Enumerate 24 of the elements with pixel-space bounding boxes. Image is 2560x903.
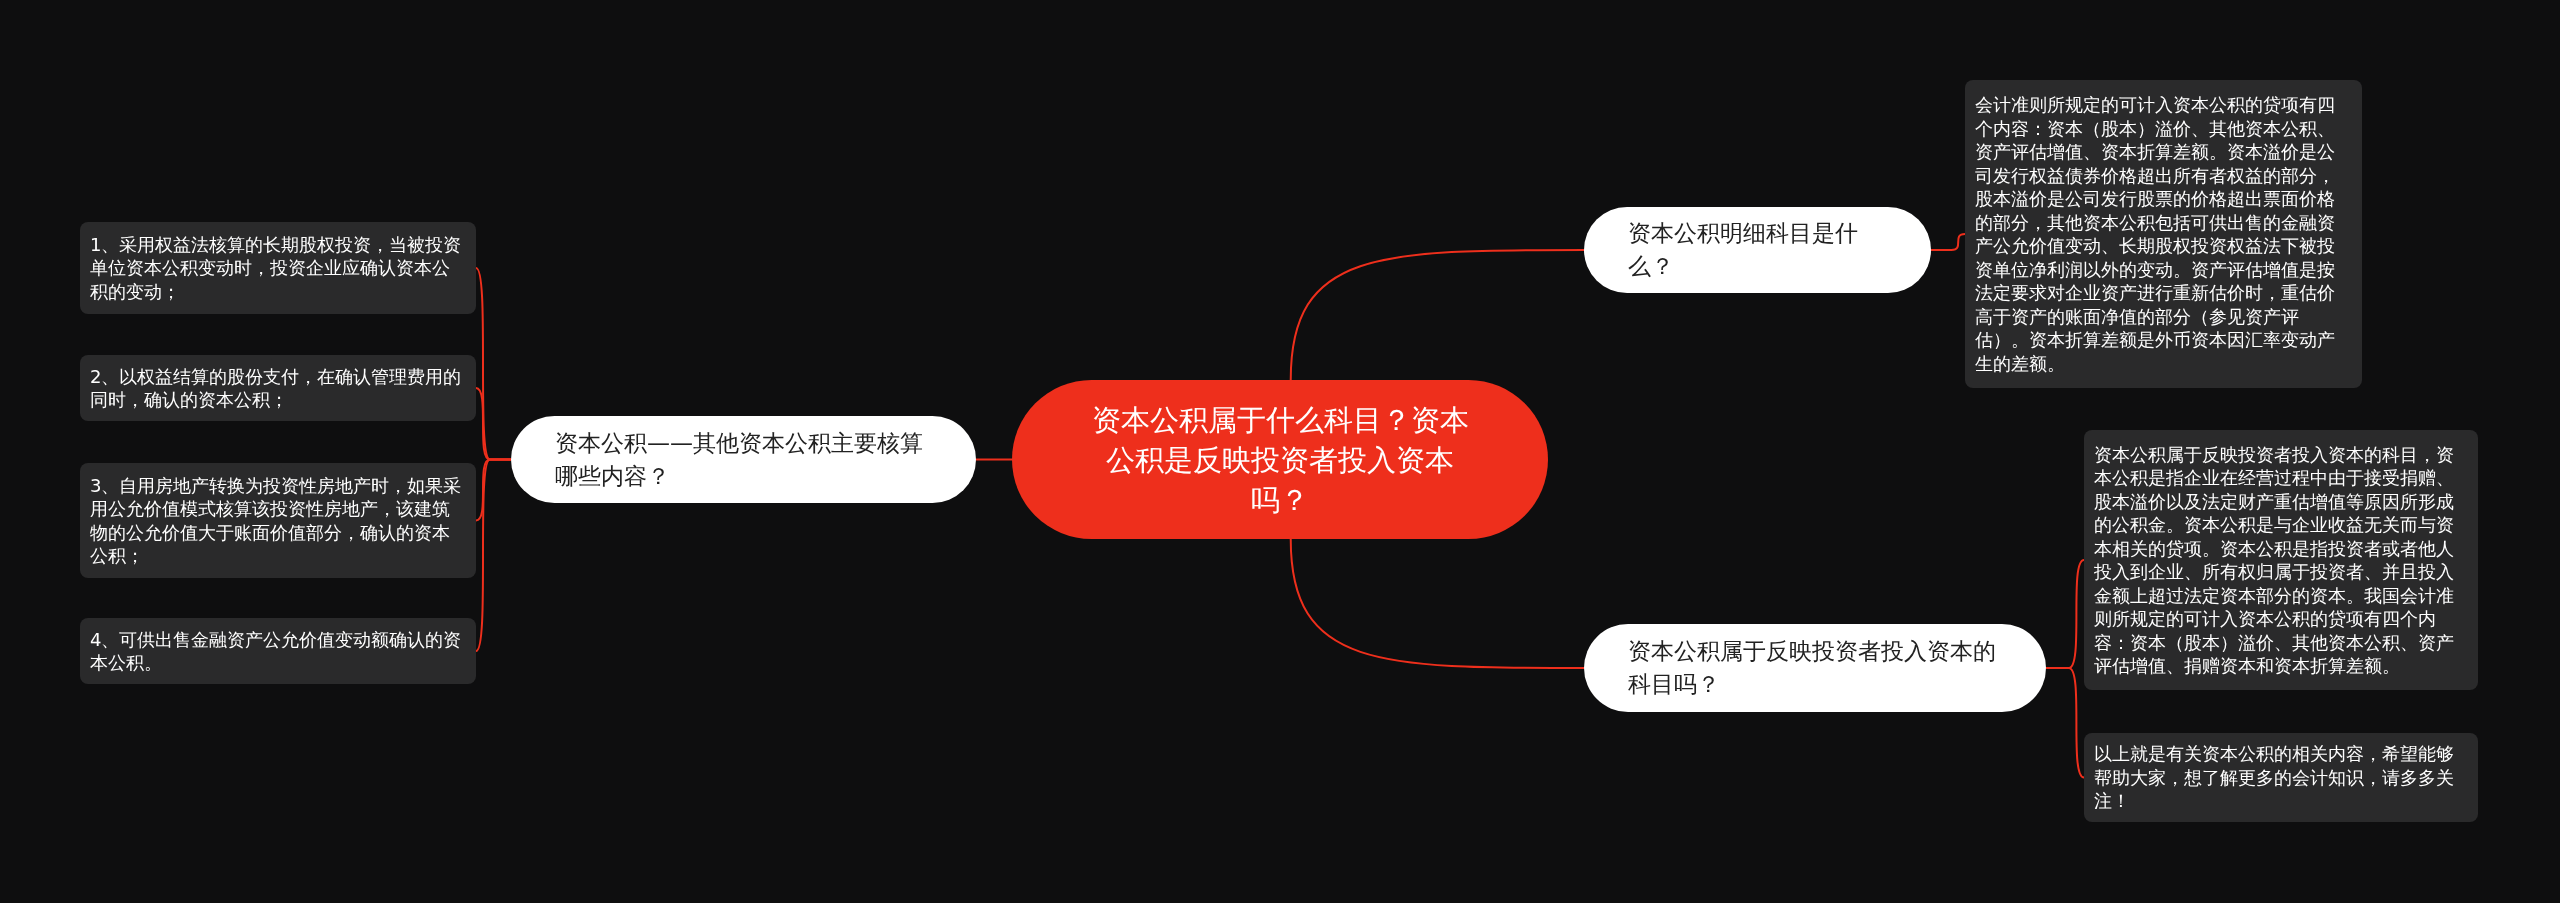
note-card <box>80 355 476 421</box>
topic-text: 资本公积明细科目是什么？ <box>1628 219 1859 281</box>
topic-text: 1、采用权益法核算的长期股权投资，当被投资单位资本公积变动时，投资企业应确认资本公积的变动； <box>90 232 463 304</box>
topic-text: 资本公积属于什么科目？资本公积是反映投资者投入资本吗？ <box>1090 401 1470 519</box>
topic-text: 资本公积属于反映投资者投入资本的科目，资本公积是指企业在经营过程中由于接受捐赠、股本溢价以及法定财产重估增值等原因所形成的公积金。资本公积是与企业收益无关而与资本相关的贷项。资本公积是指投资者或者他人投入到企业、所有权归属于投资者、并且投入金额上超过法定资本部分的资本。我国会计准则所规定的可计入资本公积的贷项有四个内容：资本（股本）溢价、其他资本公积、资产评估增值、捐赠资本和资本折算差额。 <box>2094 442 2455 678</box>
topic-text: 3、自用房地产转换为投资性房地产时，如果采用公允价值模式核算该投资性房地产，该建筑物的公允价值大于账面价值部分，确认的资本公积； <box>90 473 463 568</box>
connector-line <box>975 458 1013 461</box>
note-card <box>1965 80 2362 388</box>
note-card <box>2084 733 2478 822</box>
note-card <box>80 222 476 314</box>
topic-text: 资本公积属于反映投资者投入资本的科目吗？ <box>1628 637 1997 699</box>
connector-line <box>475 458 512 652</box>
topic-text: 4、可供出售金融资产公允价值变动额确认的资本公积。 <box>90 627 463 675</box>
topic-text: 2、以权益结算的股份支付，在确认管理费用的同时，确认的资本公积； <box>90 364 463 412</box>
connector-line <box>1289 249 1585 381</box>
note-card <box>80 463 476 578</box>
note-card <box>2084 430 2478 690</box>
connector-line <box>1930 233 1966 251</box>
note-card <box>80 618 476 684</box>
topic-text: 会计准则所规定的可计入资本公积的贷项有四个内容：资本（股本）溢价、其他资本公积、资产评估增值、资本折算差额。资本溢价是公司发行权益债券价格超出所有者权益的部分，股本溢价是公司发行股票的价格超出票面价格的部分，其他资本公积包括可供出售的金融资产公允价值变动、长期股权投资权益法下被投资单位净利润以外的变动。资产评估增值是按法定要求对企业资产进行重新估价时，重估价高于资产的账面净值的部分（参见资产评估）。资本折算差额是外币资本因汇率变动产生的差额。 <box>1975 93 2336 375</box>
connector-line <box>1289 538 1585 669</box>
connector-line <box>2045 667 2085 779</box>
topic-text: 资本公积——其他资本公积主要核算哪些内容？ <box>555 428 924 491</box>
topic-text: 以上就是有关资本公积的相关内容，希望能够帮助大家，想了解更多的会计知识，请多多关注！ <box>2094 742 2455 813</box>
